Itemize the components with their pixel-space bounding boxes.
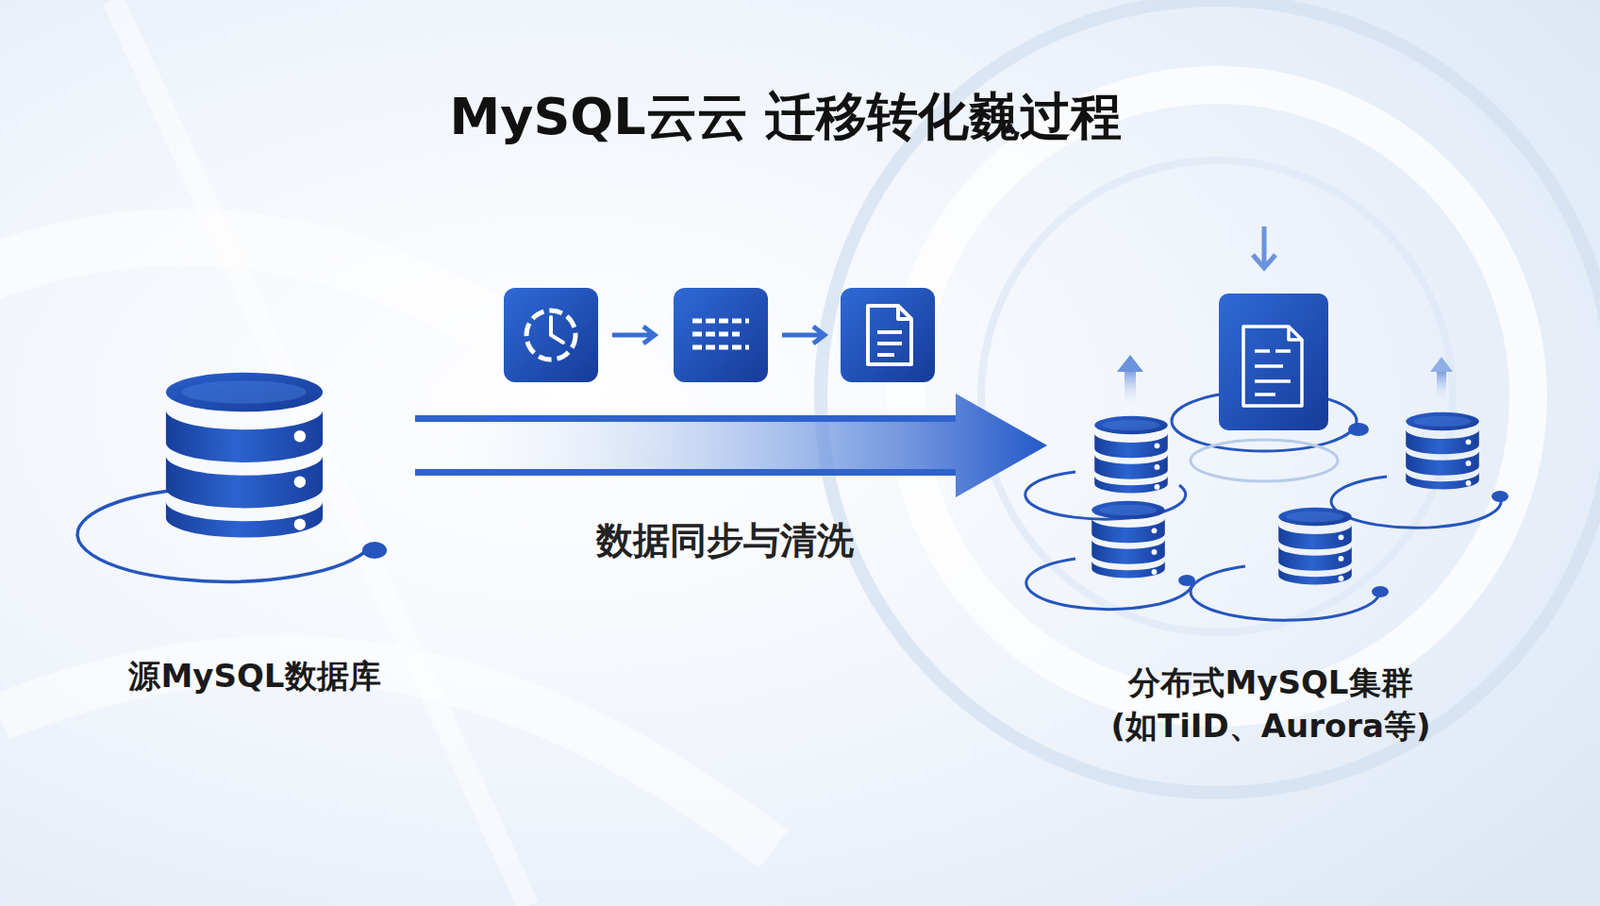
database-cylinder (1405, 412, 1480, 490)
flow-arrow (415, 393, 1048, 498)
node-label: 源MySQL数据库 (128, 653, 381, 698)
orbit-ring (1026, 558, 1193, 610)
orbit-dot (1348, 422, 1369, 436)
node-label: 分布式MySQL集群 (1128, 660, 1413, 704)
up-arrow-head (1430, 356, 1453, 372)
process-tile (673, 287, 768, 383)
cluster-illustration (1025, 226, 1509, 620)
clock-icon (526, 310, 576, 360)
step-arrow (612, 326, 655, 344)
clock-hands (550, 316, 564, 343)
process-tile (503, 287, 599, 383)
arrow-rail (415, 468, 956, 476)
node-box: 源MySQL数据库 (94, 367, 416, 703)
input-arrow (1252, 226, 1276, 268)
orbit-dot (1491, 490, 1509, 502)
document-icon (1243, 326, 1302, 406)
arrow-band (415, 393, 1048, 498)
up-arrow (1436, 369, 1447, 404)
list-icon (692, 320, 750, 348)
database-cylinder (1278, 507, 1352, 585)
database-cylinder (1091, 500, 1166, 579)
document-icon (867, 305, 912, 365)
step-arrow (782, 326, 825, 344)
orbit-dot (362, 541, 387, 559)
source-database-icon (77, 372, 387, 583)
orbit-ring (1190, 439, 1338, 482)
node-box: 分布式MySQL集群(如TiID、Aurora等) (1047, 216, 1495, 755)
diagram-title: MySQL云云 迁移转化巍过程 (219, 83, 1352, 152)
orbit-dot (1371, 585, 1389, 598)
process-icons (503, 287, 935, 383)
arrow-rail (415, 415, 956, 422)
up-arrow (1124, 367, 1136, 410)
up-arrow-head (1116, 354, 1144, 372)
document-card (1218, 293, 1329, 431)
edge-label: 数据同步与清洗 (596, 517, 854, 564)
swirl-band (0, 658, 774, 850)
database-cylinder (166, 372, 323, 538)
node-label: (如TiID、Aurora等) (1110, 703, 1431, 748)
swirl-ring (981, 160, 1453, 633)
database-cylinder (1094, 416, 1168, 494)
process-tile (840, 287, 935, 383)
swirl-band (0, 236, 604, 397)
swirl-ring (905, 84, 1529, 708)
